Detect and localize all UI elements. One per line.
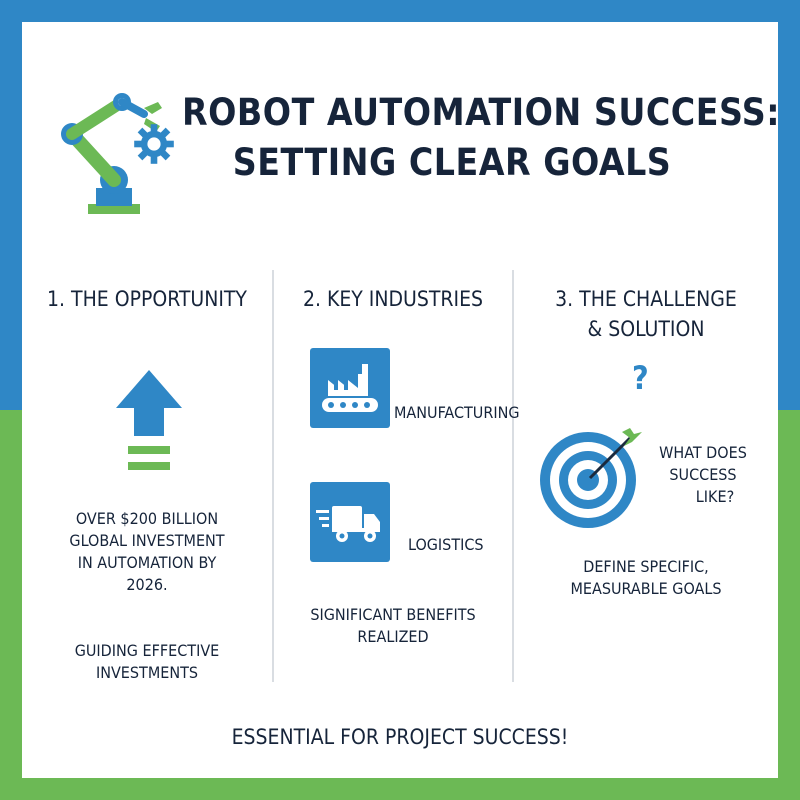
solution-note: DEFINE SPECIFIC, MEASURABLE GOALS <box>570 557 722 598</box>
column-3-heading: 3. THE CHALLENGE & SOLUTION <box>555 287 737 341</box>
opportunity-description: OVER $200 BILLION GLOBAL INVESTMENT IN A… <box>69 509 225 594</box>
opportunity-note: GUIDING EFFECTIVE INVESTMENTS <box>74 641 220 682</box>
title-line-1: ROBOT AUTOMATION SUCCESS: <box>182 91 781 134</box>
footer-tagline: ESSENTIAL FOR PROJECT SUCCESS! <box>231 725 569 749</box>
question-mark: ? <box>632 359 649 397</box>
column-2-heading: 2. KEY INDUSTRIES <box>302 287 484 311</box>
target-icon <box>540 428 642 528</box>
column-divider-1 <box>272 270 274 682</box>
title-line-2: SETTING CLEAR GOALS <box>232 141 672 184</box>
page-title: ROBOT AUTOMATION SUCCESS: SETTING CLEAR … <box>182 88 781 188</box>
delivery-truck-icon <box>310 482 390 562</box>
industry-manufacturing-label: MANUFACTURING <box>394 403 520 422</box>
industries-note: SIGNIFICANT BENEFITS REALIZED <box>310 605 476 646</box>
infographic-card: ROBOT AUTOMATION SUCCESS: SETTING CLEAR … <box>22 22 781 778</box>
robot-arm-icon <box>61 93 162 214</box>
success-question: WHAT DOES SUCCESS LIKE? <box>659 443 747 506</box>
column-1-heading: 1. THE OPPORTUNITY <box>47 287 247 311</box>
factory-icon <box>310 348 390 428</box>
gear-icon <box>134 124 174 164</box>
industry-logistics-label: LOGISTICS <box>408 535 484 554</box>
up-arrow-icon <box>116 370 182 470</box>
column-divider-2 <box>512 270 514 682</box>
